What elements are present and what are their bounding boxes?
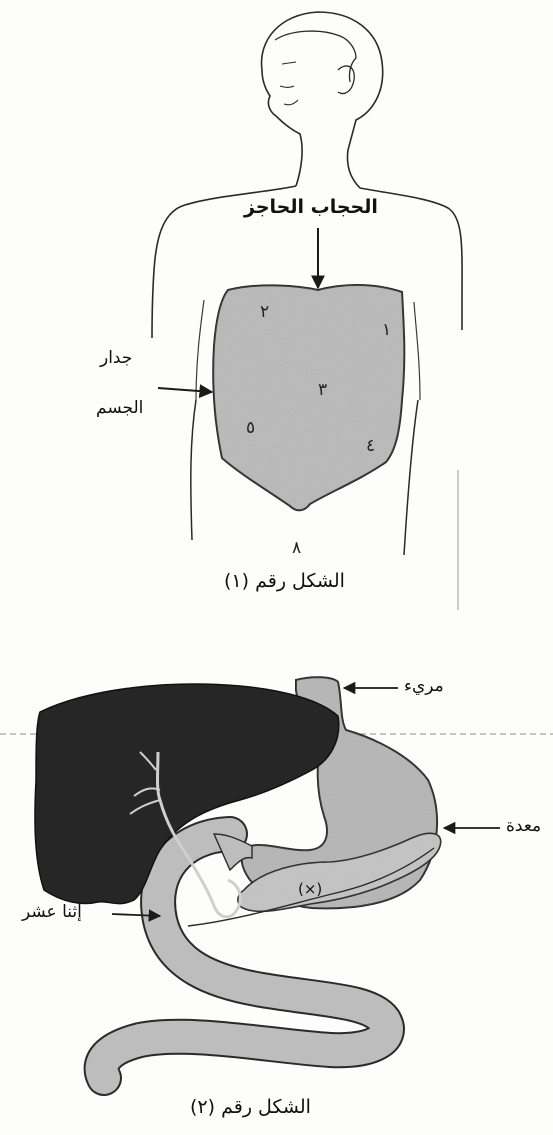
body-wall-label-line2: الجسم xyxy=(96,398,143,418)
ear-outline xyxy=(338,66,354,94)
diaphragm-label: الحجاب الحاجز xyxy=(244,196,378,218)
region-number-5: ٥ xyxy=(246,418,255,438)
duodenum-label: إثنا عشر xyxy=(22,902,82,922)
body-wall-label-line1: جدار xyxy=(100,348,132,368)
region-number-4: ٤ xyxy=(366,436,375,456)
head-outline xyxy=(262,12,383,188)
pancreas-mark: (×) xyxy=(298,880,322,898)
stomach-label: معدة xyxy=(506,816,541,836)
figure-2-digestive-organs xyxy=(35,677,500,1078)
figure-2-caption: الشكل رقم (٢) xyxy=(190,1096,311,1118)
body-wall-arrow xyxy=(158,388,212,392)
face-details xyxy=(280,62,298,105)
mark-below-torso: ٨ xyxy=(292,538,301,558)
region-number-1: ١ xyxy=(382,320,391,340)
region-number-3: ٣ xyxy=(318,380,327,400)
esophagus-label: مريء xyxy=(404,676,444,696)
region-number-2: ٢ xyxy=(260,302,269,322)
figure-1-caption: الشكل رقم (١) xyxy=(224,570,345,592)
figure-1-human-torso xyxy=(152,12,462,610)
hair-outline xyxy=(275,31,356,82)
